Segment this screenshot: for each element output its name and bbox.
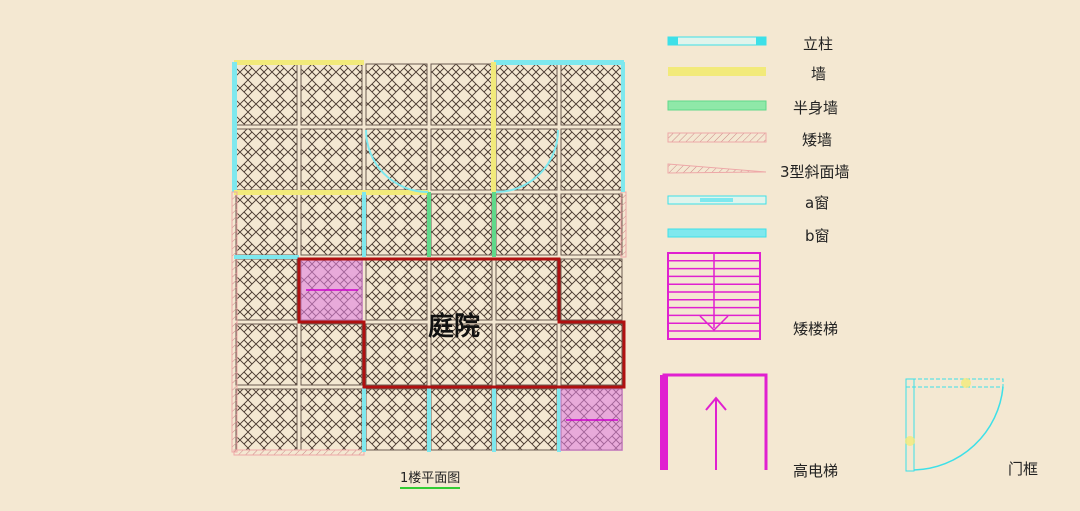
pillar-icon (667, 36, 767, 46)
floor-tile (430, 193, 493, 256)
legend-label-pillar: 立柱 (803, 35, 834, 53)
window-inner (362, 192, 366, 257)
floor-tile (495, 128, 558, 191)
floor-tile (235, 63, 298, 126)
courtyard-outline (297, 257, 626, 389)
floor-tile (560, 63, 623, 126)
floor-tile (235, 193, 298, 256)
floor-tile (495, 193, 558, 256)
window-top-right (494, 60, 624, 65)
door-arc-2 (495, 129, 559, 193)
window-row4 (234, 255, 299, 259)
wall-icon (668, 67, 766, 76)
wall-top-left (234, 60, 364, 65)
floor-tile (560, 258, 623, 321)
floor-tile (300, 193, 363, 256)
courtyard-label: 庭院 (428, 312, 481, 342)
legend-label-window-b: b窗 (805, 227, 830, 245)
elevator-icon (660, 373, 768, 470)
floor-tile (300, 388, 363, 451)
wall-vertical (491, 62, 496, 192)
window-a-icon (667, 195, 767, 205)
stairs-1 (300, 260, 363, 321)
window-left (232, 62, 237, 192)
floor-tile (300, 128, 363, 191)
floor-tile (365, 128, 428, 191)
floor-tile (560, 128, 623, 191)
legend-label-sloped-wall: 3型斜面墙 (780, 163, 850, 181)
legend-label-half-wall: 半身墙 (793, 99, 839, 117)
plan-caption: 1楼平面图 (400, 467, 461, 489)
floor-tile (235, 128, 298, 191)
low-stairs-icon (667, 252, 761, 340)
half-wall-icon (667, 100, 767, 111)
window-b-icon (667, 228, 767, 238)
window-b3 (492, 387, 496, 452)
legend-label-wall: 墙 (811, 65, 827, 83)
floor-tile (430, 63, 493, 126)
window-b4 (557, 387, 561, 452)
low-wall-left (231, 191, 238, 453)
low-wall-icon (667, 132, 767, 143)
floor-tile (365, 193, 428, 256)
floor-tile (495, 388, 558, 451)
legend-label-elevator: 高电梯 (793, 462, 839, 480)
low-wall-bottom (233, 449, 365, 456)
half-wall-inner-1 (427, 192, 431, 257)
legend-label-low-stairs: 矮楼梯 (793, 320, 839, 338)
floor-tile (495, 258, 558, 321)
floor-tile (560, 193, 623, 256)
floor-tile (300, 63, 363, 126)
floor-tile (430, 128, 493, 191)
low-wall-right (620, 191, 627, 258)
floor-tile (365, 388, 428, 451)
floor-tile (300, 323, 363, 386)
wall-middle (234, 190, 429, 195)
walls (231, 60, 627, 456)
sloped-wall-icon (667, 163, 767, 174)
door-frame-icon (905, 378, 1004, 472)
door-arc-1 (365, 129, 429, 193)
floor-tile (235, 258, 298, 321)
stairs-2 (560, 388, 623, 451)
floor-tile (365, 63, 428, 126)
window-right (621, 62, 625, 192)
floor-tile (495, 63, 558, 126)
window-b1 (362, 387, 366, 452)
legend-label-door-frame: 门框 (1008, 460, 1039, 478)
floor-tile (430, 323, 493, 386)
floor-tile (365, 323, 428, 386)
floor-tile (235, 323, 298, 386)
half-wall-inner-2 (492, 192, 496, 257)
legend-label-low-wall: 矮墙 (802, 131, 833, 149)
legend-label-window-a: a窗 (805, 194, 830, 212)
floor-tile (560, 323, 623, 386)
floor-tile (495, 323, 558, 386)
window-b2 (427, 387, 431, 452)
floor-tile (430, 388, 493, 451)
floor-tile (365, 258, 428, 321)
floor-tile (235, 388, 298, 451)
